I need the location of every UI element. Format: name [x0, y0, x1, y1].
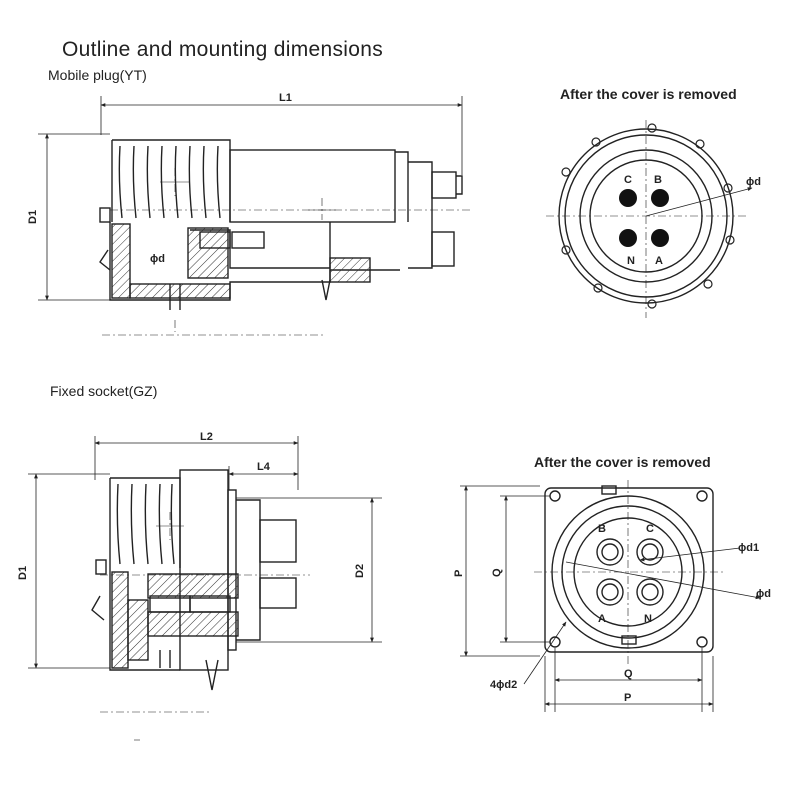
socket-front-view	[460, 480, 761, 712]
socket-contacts	[596, 538, 664, 606]
socket-l4-label: L4	[257, 461, 271, 473]
page-title: Outline and mounting dimensions	[62, 38, 383, 61]
socket-p-horizontal-label: P	[624, 692, 631, 704]
socket-q-horizontal-label: Q	[624, 668, 633, 680]
plug-front-pin-dim-label: ϕd	[746, 176, 761, 188]
socket-d2-label: D2	[354, 564, 366, 578]
plug-pin-dim-label: ϕd	[150, 253, 165, 265]
socket-p-vertical-label: P	[453, 570, 465, 577]
plug-pin-a-label: A	[655, 255, 663, 267]
socket-front-caption: After the cover is removed	[534, 454, 711, 470]
plug-pin-n	[619, 229, 637, 247]
plug-pin-b	[651, 189, 669, 207]
socket-pin-c-label: C	[646, 523, 654, 535]
plug-pin-n-label: N	[627, 255, 635, 267]
socket-d1-label: D1	[17, 566, 29, 580]
socket-holes-label: 4ϕd2	[490, 679, 517, 691]
plug-side-view	[38, 96, 470, 336]
plug-pin-c-label: C	[624, 174, 632, 186]
socket-pin-b-label: B	[598, 523, 606, 535]
plug-pins	[619, 189, 669, 247]
socket-pin-dim1-label: ϕd1	[738, 542, 759, 554]
plug-l1-label: L1	[279, 92, 292, 104]
plug-pin-c	[619, 189, 637, 207]
plug-front-view	[546, 120, 753, 318]
socket-pin-dim-label: ϕd	[756, 588, 771, 600]
socket-q-vertical-label: Q	[491, 568, 503, 577]
fixed-socket-heading: Fixed socket(GZ)	[50, 383, 158, 399]
plug-d1-label: D1	[27, 210, 39, 224]
plug-pin-b-label: B	[654, 174, 662, 186]
socket-pin-a-label: A	[598, 613, 606, 625]
plug-pin-a	[651, 229, 669, 247]
plug-front-caption: After the cover is removed	[560, 86, 737, 102]
socket-l2-label: L2	[200, 431, 213, 443]
socket-side-view	[28, 436, 382, 741]
mobile-plug-heading: Mobile plug(YT)	[48, 67, 147, 83]
socket-pin-n-label: N	[644, 613, 652, 625]
